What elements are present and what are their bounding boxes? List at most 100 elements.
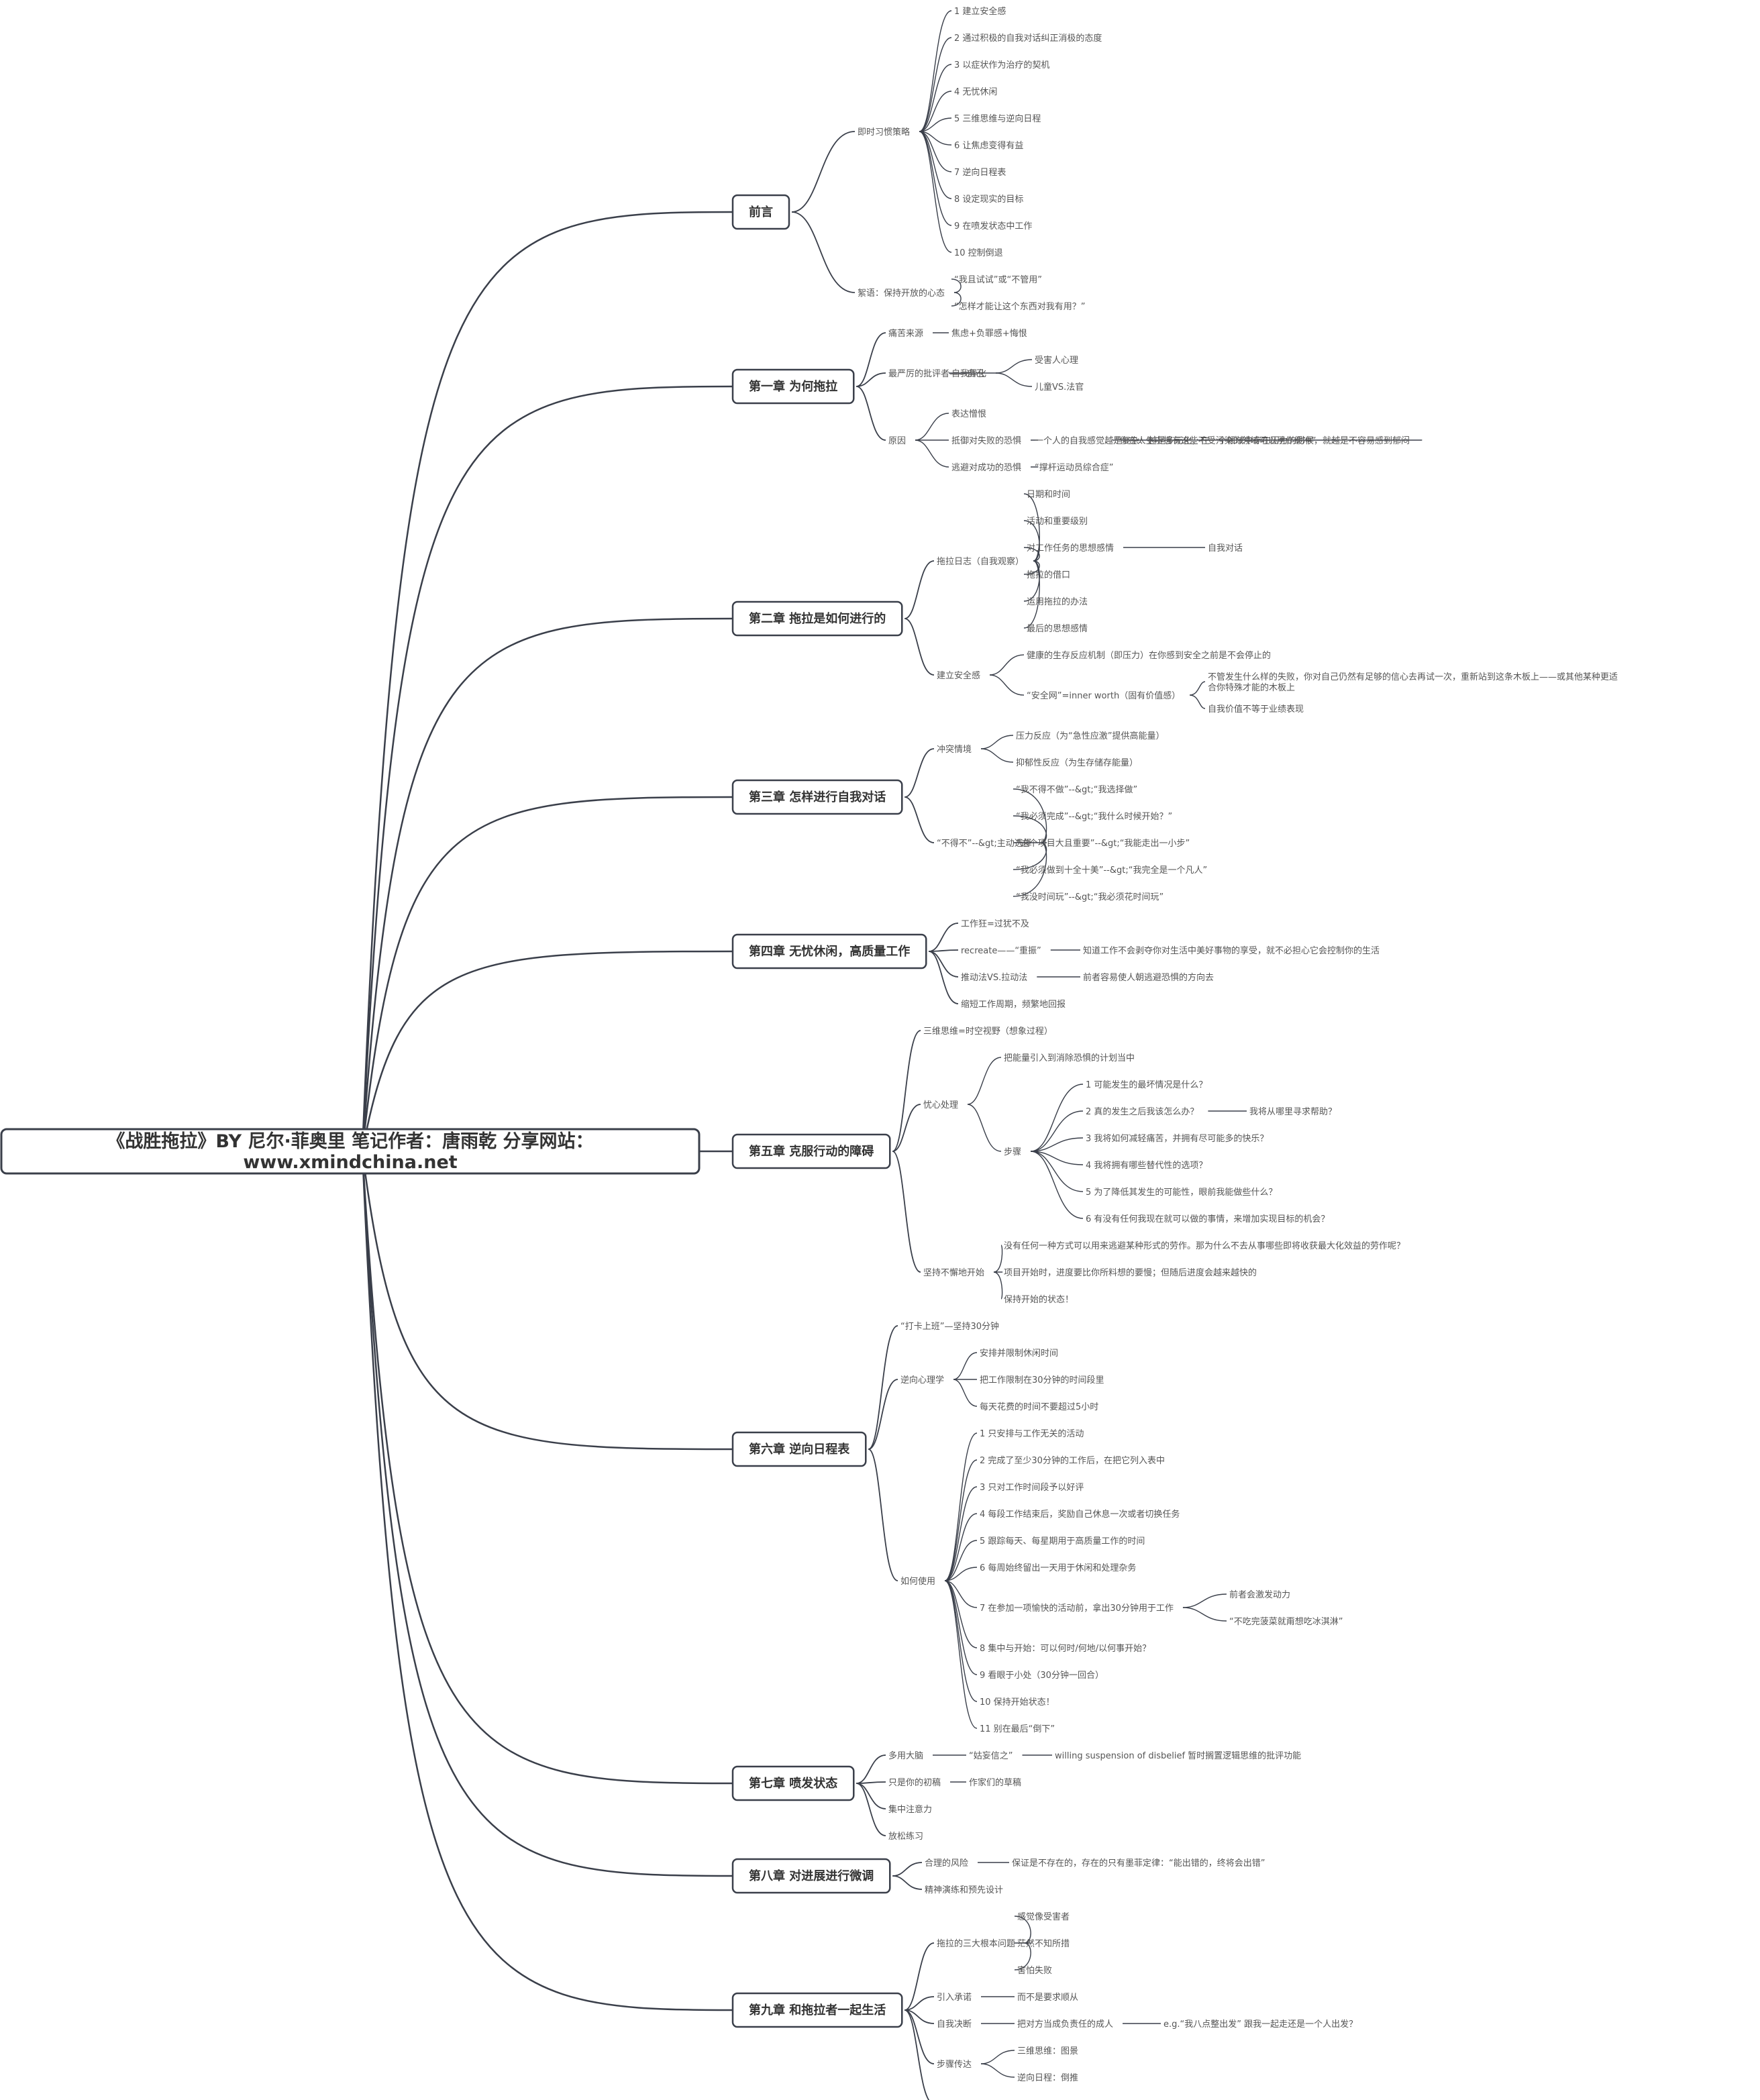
- topic-node[interactable]: 2 真的发生之后我该怎么办？: [1086, 1106, 1198, 1117]
- topic-node[interactable]: 三维思维：图景: [1017, 2046, 1078, 2056]
- topic-node[interactable]: 9 看眼于小处（30分钟一回合）: [980, 1670, 1104, 1681]
- topic-node[interactable]: 抵御对失败的恐惧: [951, 435, 1021, 446]
- topic-node[interactable]: 精神演练和预先设计: [925, 1885, 1003, 1895]
- topic-node[interactable]: 8 集中与开始：可以何时/何地/以何事开始？: [980, 1643, 1151, 1654]
- topic-node[interactable]: 前者会激发动力: [1229, 1589, 1290, 1600]
- topic-node[interactable]: 7 逆向日程表: [954, 167, 1006, 178]
- topic-node[interactable]: 缩短工作周期，频繁地回报: [961, 999, 1066, 1010]
- topic-node[interactable]: 坚持不懈地开始: [923, 1267, 984, 1278]
- topic-node[interactable]: 拖拉日志（自我观察）: [937, 557, 1024, 567]
- topic-node[interactable]: 6 每周始终留出一天用于休闲和处理杂务: [980, 1563, 1136, 1573]
- topic-node[interactable]: 7 在参加一项愉快的活动前，拿出30分钟用于工作: [980, 1603, 1174, 1614]
- topic-node[interactable]: 10 控制倒退: [954, 248, 1003, 258]
- chapter-node[interactable]: 第七章 喷发状态: [731, 1765, 855, 1801]
- topic-node[interactable]: 一个人的自我感觉越是复杂、越是多元化，在一个领域中存在压力的时候，就越是不容易感…: [1035, 435, 1410, 446]
- topic-node[interactable]: 11 别在最后“倒下”: [980, 1724, 1055, 1734]
- chapter-node[interactable]: 第六章 逆向日程表: [731, 1431, 867, 1467]
- topic-node[interactable]: 不管发生什么样的失败，你对自己仍然有足够的信心去再试一次，重新站到这条木板上——…: [1208, 672, 1618, 693]
- topic-node[interactable]: 焦虑+负罪感+悔恨: [951, 328, 1027, 339]
- topic-node[interactable]: 建立安全感: [937, 670, 980, 681]
- topic-node[interactable]: 受害人心理: [1035, 355, 1078, 366]
- topic-node[interactable]: 对工作任务的思想感情: [1027, 543, 1114, 554]
- chapter-node[interactable]: 第二章 拖拉是如何进行的: [731, 600, 903, 637]
- chapter-node[interactable]: 第五章 克服行动的障碍: [731, 1133, 891, 1169]
- topic-node[interactable]: 10 保持开始状态！: [980, 1697, 1055, 1708]
- topic-node[interactable]: 6 让焦虑变得有益: [954, 140, 1023, 151]
- topic-node[interactable]: 运用拖拉的办法: [1027, 596, 1088, 607]
- topic-node[interactable]: 知道工作不会剥夺你对生活中美好事物的享受，就不必担心它会控制你的生活: [1083, 945, 1380, 956]
- topic-node[interactable]: 步骤: [1004, 1147, 1021, 1157]
- topic-node[interactable]: 害怕失败: [1017, 1965, 1052, 1976]
- topic-node[interactable]: 放松练习: [888, 1832, 923, 1842]
- topic-node[interactable]: 如何使用: [900, 1576, 935, 1587]
- topic-node[interactable]: 多用大脑: [888, 1750, 923, 1761]
- topic-node[interactable]: 最严厉的批评者——自己: [888, 368, 984, 379]
- topic-node[interactable]: 自我价值不等于业绩表现: [1208, 704, 1304, 715]
- topic-node[interactable]: 1 只安排与工作无关的活动: [980, 1428, 1084, 1439]
- topic-node[interactable]: 前者容易使人朝逃避恐惧的方向去: [1083, 972, 1214, 983]
- topic-node[interactable]: “不得不”--&gt;主动选择: [937, 838, 1032, 849]
- topic-node[interactable]: 我将从哪里寻求帮助？: [1249, 1107, 1337, 1117]
- topic-node[interactable]: 9 在喷发状态中工作: [954, 221, 1032, 231]
- topic-node[interactable]: “不吃完菠菜就甭想吃冰淇淋”: [1229, 1616, 1343, 1627]
- topic-node[interactable]: “我不得不做”--&gt;“我选择做”: [1016, 784, 1137, 795]
- topic-node[interactable]: “打卡上班”—坚持30分钟: [900, 1321, 999, 1332]
- topic-node[interactable]: 集中注意力: [888, 1804, 932, 1815]
- topic-node[interactable]: 5 为了降低其发生的可能性，眼前我能做些什么？: [1086, 1187, 1277, 1198]
- topic-node[interactable]: 3 我将如何减轻痛苦，并拥有尽可能多的快乐？: [1086, 1133, 1268, 1144]
- topic-node[interactable]: 而不是要求顺从: [1017, 1993, 1078, 2003]
- topic-node[interactable]: 自我决断: [937, 2019, 972, 2030]
- topic-node[interactable]: 三维思维=时空视野（想象过程）: [923, 1026, 1053, 1037]
- topic-node[interactable]: 3 以症状作为治疗的契机: [954, 60, 1049, 70]
- topic-node[interactable]: 抑郁性反应（为生存储存能量）: [1016, 757, 1138, 768]
- topic-node[interactable]: 2 通过积极的自我对话纠正消极的态度: [954, 33, 1102, 44]
- topic-node[interactable]: 把能量引入到消除恐惧的计划当中: [1004, 1053, 1135, 1063]
- topic-node[interactable]: “撑杆运动员综合症”: [1035, 463, 1113, 473]
- topic-node[interactable]: 保证是不存在的，存在的只有墨菲定律：“能出错的，终将会出错”: [1012, 1858, 1265, 1869]
- topic-node[interactable]: 4 每段工作结束后，奖励自己休息一次或者切换任务: [980, 1509, 1180, 1520]
- topic-node[interactable]: 逃避对成功的恐惧: [951, 462, 1021, 473]
- topic-node[interactable]: willing suspension of disbelief 暂时搁置逻辑思维…: [1055, 1750, 1301, 1761]
- topic-node[interactable]: 把工作限制在30分钟的时间段里: [980, 1375, 1104, 1385]
- topic-node[interactable]: 表达憎恨: [951, 409, 986, 419]
- topic-node[interactable]: 4 无忧休闲: [954, 87, 997, 97]
- topic-node[interactable]: 没有任何一种方式可以用来逃避某种形式的劳作。那为什么不去从事哪些即将收获最大化效…: [1004, 1241, 1405, 1251]
- topic-node[interactable]: 作家们的草稿: [969, 1777, 1021, 1788]
- topic-node[interactable]: “我必须做到十全十美”--&gt;“我完全是一个凡人”: [1016, 865, 1207, 876]
- topic-node[interactable]: recreate——“重振”: [961, 945, 1041, 956]
- chapter-node[interactable]: 第三章 怎样进行自我对话: [731, 779, 903, 815]
- topic-node[interactable]: 絮语：保持开放的心态: [858, 288, 945, 299]
- chapter-node[interactable]: 第九章 和拖拉者一起生活: [731, 1992, 903, 2028]
- topic-node[interactable]: “我没时间玩”--&gt;“我必须花时间玩”: [1016, 892, 1163, 902]
- topic-node[interactable]: 引入承诺: [937, 1993, 972, 2003]
- chapter-node[interactable]: 前言: [731, 194, 790, 230]
- topic-node[interactable]: 原因: [888, 436, 906, 446]
- topic-node[interactable]: 自我对话: [1208, 543, 1243, 554]
- topic-node[interactable]: 安排并限制休闲时间: [980, 1349, 1058, 1359]
- topic-node[interactable]: 步骤传达: [937, 2060, 972, 2070]
- topic-node[interactable]: 只是你的初稿: [888, 1777, 941, 1788]
- topic-node[interactable]: 痛苦来源: [888, 328, 923, 339]
- topic-node[interactable]: 拖拉的三大根本问题: [937, 1938, 1015, 1949]
- topic-node[interactable]: 冲突情境: [937, 744, 972, 755]
- topic-node[interactable]: 自我异化: [951, 369, 986, 379]
- topic-node[interactable]: e.g.“我八点整出发” 跟我一起走还是一个人出发？: [1163, 2019, 1357, 2030]
- topic-node[interactable]: 6 有没有任何我现在就可以做的事情，来增加实现目标的机会？: [1086, 1214, 1329, 1224]
- topic-node[interactable]: “我必须完成”--&gt;“我什么时候开始？”: [1016, 812, 1172, 822]
- topic-node[interactable]: “怎样才能让这个东西对我有用？”: [954, 301, 1085, 312]
- topic-node[interactable]: “你在人生中拥有这些不受污染的领域可以用作缓冲”: [1115, 435, 1316, 446]
- topic-node[interactable]: 逆向日程：倒推: [1017, 2072, 1078, 2083]
- topic-node[interactable]: 1 建立安全感: [954, 6, 1006, 17]
- topic-node[interactable]: 最后的思想感情: [1027, 623, 1088, 634]
- chapter-node[interactable]: 第一章 为何拖拉: [731, 368, 855, 405]
- chapter-node[interactable]: 第八章 对进展进行微调: [731, 1858, 891, 1894]
- topic-node[interactable]: 合理的风险: [925, 1858, 968, 1869]
- topic-node[interactable]: 活动和重要级别: [1027, 516, 1088, 527]
- topic-node[interactable]: 1 可能发生的最坏情况是什么？: [1086, 1080, 1207, 1090]
- topic-node[interactable]: 2 完成了至少30分钟的工作后，在把它列入表中: [980, 1455, 1165, 1466]
- topic-node[interactable]: 工作狂=过犹不及: [961, 919, 1029, 929]
- topic-node[interactable]: 5 跟踪每天、每星期用于高质量工作的时间: [980, 1536, 1145, 1546]
- topic-node[interactable]: 8 设定现实的目标: [954, 194, 1023, 205]
- topic-node[interactable]: 茫然不知所措: [1017, 1938, 1070, 1949]
- topic-node[interactable]: 5 三维思维与逆向日程: [954, 113, 1041, 124]
